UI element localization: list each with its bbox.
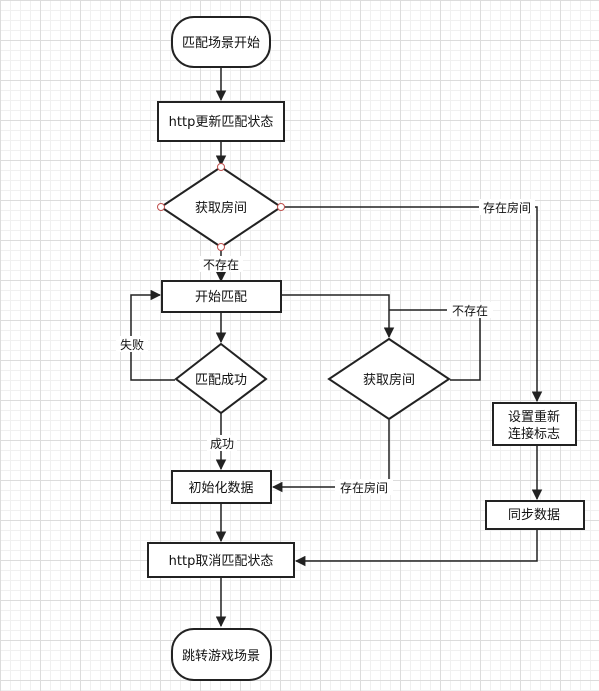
node-sync-data: 同步数据 bbox=[485, 500, 585, 530]
node-set-reconnect-line1: 设置重新 bbox=[508, 409, 560, 425]
edge-room-exists-to-init bbox=[271, 420, 390, 493]
node-http-cancel-label: http取消匹配状态 bbox=[169, 554, 274, 569]
node-start-label: 匹配场景开始 bbox=[182, 36, 260, 51]
edge-start-match-to-get-room-2 bbox=[282, 294, 395, 339]
edge-label-room-exists-1: 存在房间 bbox=[483, 200, 531, 215]
port-bottom bbox=[217, 243, 225, 251]
port-right bbox=[277, 203, 285, 211]
node-sync-data-label: 同步数据 bbox=[508, 508, 560, 523]
port-top bbox=[217, 163, 225, 171]
node-match-success: 匹配成功 bbox=[174, 342, 268, 415]
node-start-match: 开始匹配 bbox=[161, 280, 282, 313]
node-http-update: http更新匹配状态 bbox=[157, 101, 285, 142]
node-get-room-1: 获取房间 bbox=[157, 163, 285, 251]
edge-room-not-exists-loop bbox=[389, 309, 481, 381]
node-get-room-1-label: 获取房间 bbox=[195, 200, 247, 216]
node-http-cancel: http取消匹配状态 bbox=[147, 542, 295, 578]
node-match-success-label: 匹配成功 bbox=[195, 373, 247, 388]
node-jump-game-label: 跳转游戏场景 bbox=[182, 649, 260, 664]
port-left bbox=[157, 203, 165, 211]
node-get-room-2: 获取房间 bbox=[327, 337, 451, 421]
node-init-data: 初始化数据 bbox=[171, 470, 272, 504]
edge-label-room-not-exists-2: 不存在 bbox=[452, 304, 488, 318]
node-start-match-label: 开始匹配 bbox=[195, 290, 247, 305]
edge-labels: 存在房间 不存在 失败 成功 不存在 存在房间 bbox=[116, 199, 535, 495]
edge-sync-to-http-cancel bbox=[294, 530, 538, 567]
edge-room-exists-to-set-reconnect bbox=[281, 206, 543, 403]
edge-label-room-exists-2: 存在房间 bbox=[340, 480, 388, 495]
edge-label-match-fail: 失败 bbox=[120, 337, 144, 352]
edge-label-room-not-exists-1: 不存在 bbox=[203, 258, 239, 272]
node-set-reconnect-line2: 连接标志 bbox=[508, 426, 560, 442]
edge-label-match-ok: 成功 bbox=[210, 437, 234, 451]
node-jump-game: 跳转游戏场景 bbox=[171, 628, 272, 681]
node-get-room-2-label: 获取房间 bbox=[363, 372, 415, 388]
node-http-update-label: http更新匹配状态 bbox=[169, 114, 274, 130]
node-start: 匹配场景开始 bbox=[171, 16, 271, 68]
node-init-data-label: 初始化数据 bbox=[188, 481, 253, 496]
node-set-reconnect: 设置重新 连接标志 bbox=[492, 402, 577, 446]
